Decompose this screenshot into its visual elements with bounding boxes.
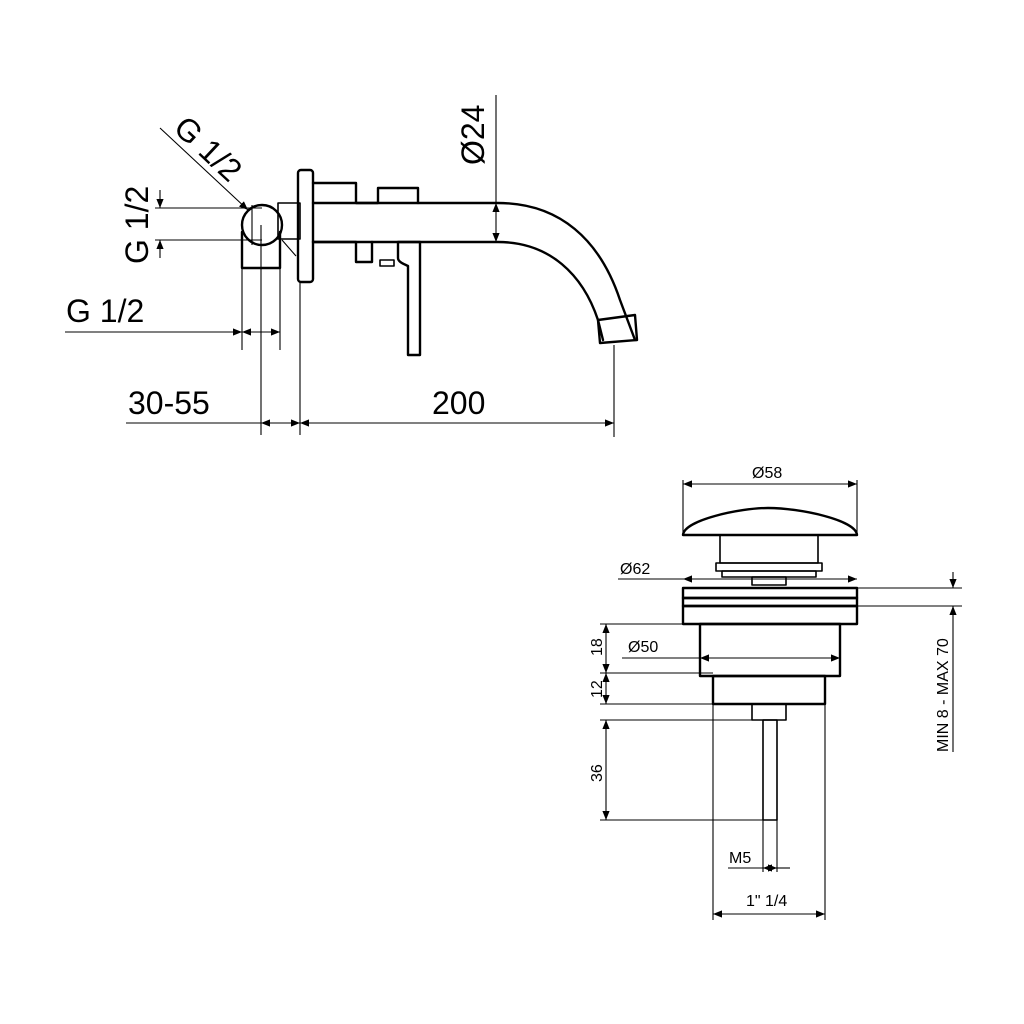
lever-housing-lower <box>311 240 374 264</box>
dim-height-36: 36 <box>589 764 606 782</box>
aerator <box>596 313 639 345</box>
spout <box>311 201 637 342</box>
dim-height-12: 12 <box>589 680 606 698</box>
dim-flange-diameter: Ø62 <box>620 561 650 578</box>
waste-cap <box>681 506 859 537</box>
wall-mixer-side-view: G 1/2 G 1/2 G 1/2 Ø24 30-55 200 <box>65 95 639 437</box>
elbow-fitting <box>240 203 284 247</box>
dim-height-18: 18 <box>589 638 606 656</box>
dim-spout-diameter: Ø24 <box>455 105 491 165</box>
dim-g-horizontal: G 1/2 <box>66 293 144 329</box>
waste-flange <box>681 586 859 600</box>
lever-handle <box>396 240 422 357</box>
spout-lower <box>311 240 605 342</box>
dim-g-vertical: G 1/2 <box>119 186 155 264</box>
waste-body <box>681 604 859 626</box>
connector-body <box>277 202 301 240</box>
dim-body-diameter: Ø50 <box>628 639 658 656</box>
dim-cap-diameter: Ø58 <box>752 465 782 482</box>
dim-thread-m5: M5 <box>729 850 751 867</box>
waste-valve-side-view: Ø58 Ø62 Ø50 18 12 36 MIN 8 - MAX 70 <box>589 465 962 920</box>
dim-thread-pipe: 1" 1/4 <box>746 893 787 910</box>
lever-housing <box>311 181 420 205</box>
dim-g-diagonal: G 1/2 <box>167 109 249 189</box>
dim-installation-range: MIN 8 - MAX 70 <box>935 638 952 752</box>
wall-plate <box>296 168 315 284</box>
dim-wall-depth: 30-55 <box>128 385 210 421</box>
waste-bolt <box>751 703 787 721</box>
dim-spout-length: 200 <box>432 385 485 421</box>
